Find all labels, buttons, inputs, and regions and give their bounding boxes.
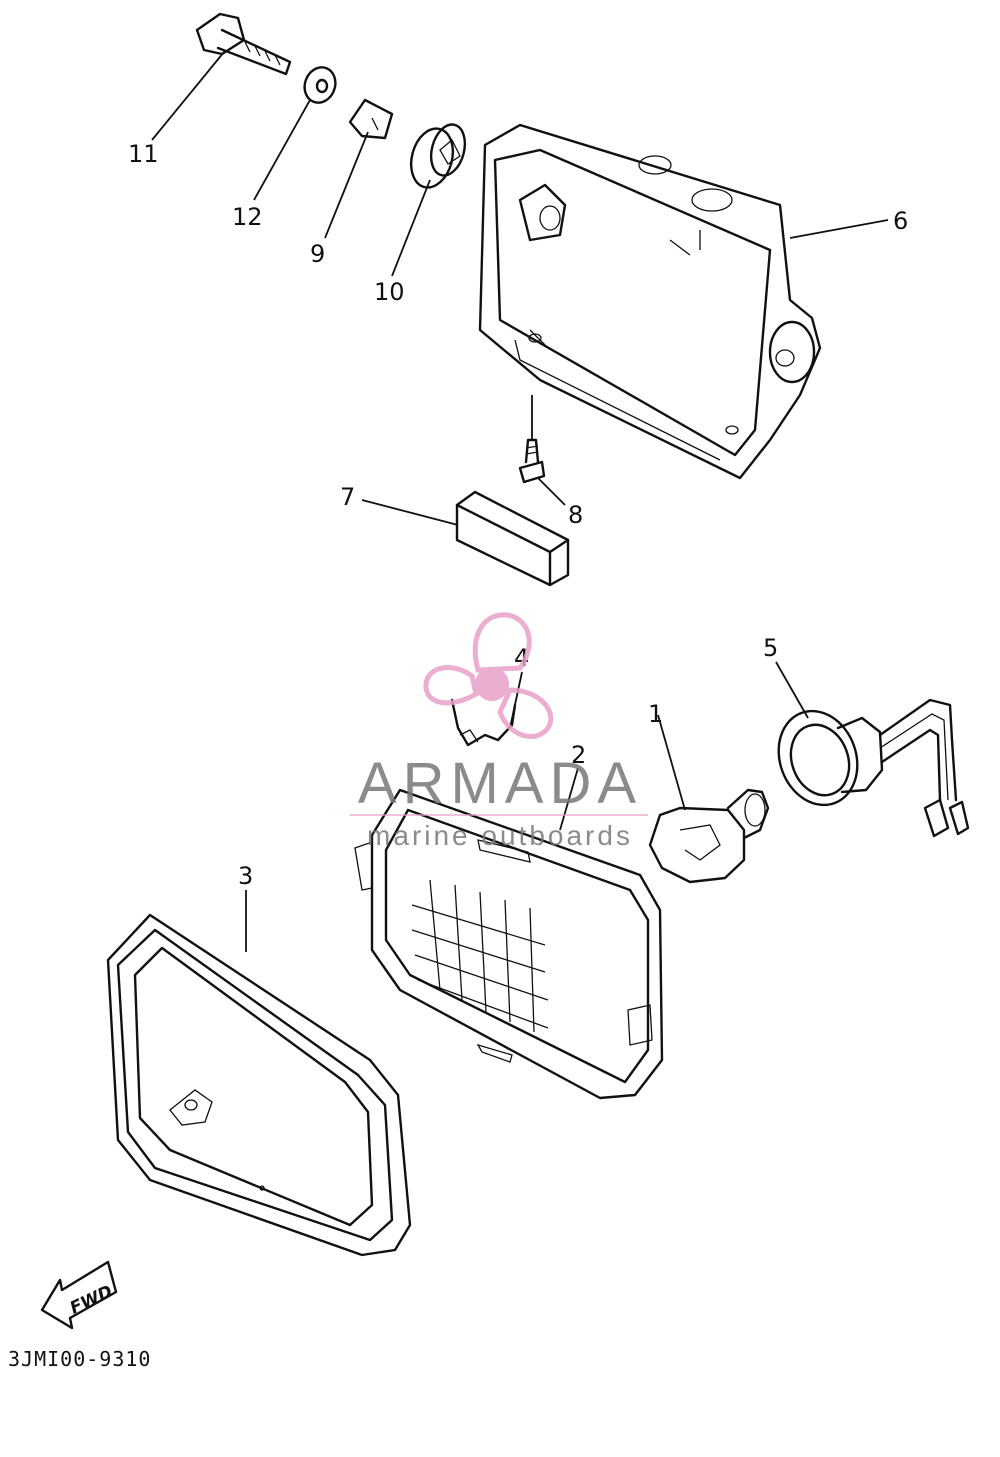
part-block (455, 490, 570, 587)
callout-10: 10 (374, 278, 405, 306)
callout-7: 7 (340, 483, 355, 511)
callout-11: 11 (128, 140, 159, 168)
part-grommet (409, 123, 467, 189)
callout-6: 6 (893, 207, 908, 235)
fwd-label: FWD (67, 1282, 116, 1319)
callout-9: 9 (310, 240, 325, 268)
part-bolt (195, 12, 292, 76)
callout-5: 5 (763, 634, 778, 662)
part-bulb (648, 788, 770, 884)
part-rim (106, 913, 412, 1257)
callout-12: 12 (232, 203, 263, 231)
watermark: ARMADA marine outboards (350, 612, 648, 851)
part-spring-clip (450, 698, 517, 747)
reference-code: 3JMI00-9310 (8, 1347, 151, 1371)
propeller-logo (423, 612, 554, 740)
propeller-blade (497, 687, 554, 740)
propeller-blade (423, 665, 479, 706)
fwd-arrow: FWD (40, 1260, 118, 1330)
watermark-brand: ARMADA (358, 751, 642, 816)
part-screw (518, 438, 546, 484)
part-lens (354, 788, 664, 1100)
part-socket (777, 698, 970, 838)
lens-grid (411, 879, 549, 1033)
part-collar (348, 98, 394, 140)
callout-2: 2 (571, 741, 586, 769)
callout-4: 4 (514, 644, 529, 672)
propeller-blade (472, 612, 532, 673)
callout-3: 3 (238, 862, 253, 890)
part-housing (478, 123, 822, 480)
watermark-tagline: marine outboards (367, 820, 633, 851)
part-washer (303, 66, 337, 104)
callout-1: 1 (648, 700, 663, 728)
callout-8: 8 (568, 501, 583, 529)
leader-lines (151, 51, 889, 952)
propeller-hub (475, 667, 509, 701)
